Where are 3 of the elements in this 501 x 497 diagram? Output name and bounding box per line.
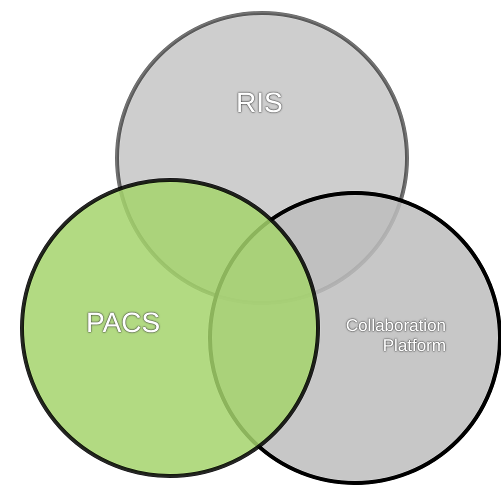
circle-label: PACS [86,306,162,340]
circle-label: Collaboration Platform [344,316,446,357]
circle-label: RIS [236,86,284,120]
